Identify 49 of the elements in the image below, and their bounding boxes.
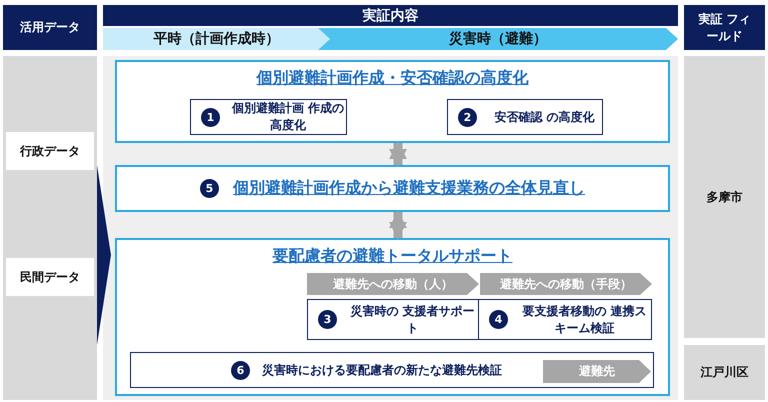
step-banner [307,273,479,295]
section-box [115,165,670,212]
section-title: 個別避難計画作成・安否確認の高度化 [256,68,528,89]
double-arrow [389,141,407,167]
step-banner [480,273,652,295]
field-panel [684,345,765,400]
label-text: 避難先への移動（手段） [500,276,632,292]
item-text: 要支援者移動の 連携スキーム検証 [521,302,648,336]
item-card [190,99,347,135]
label-text: 避難先 [579,363,615,380]
section-box [115,60,670,143]
label-text: 実証 フィールド [697,10,752,44]
double-arrow [389,210,407,240]
section-box [115,238,670,396]
label-text: 災害時（避難） [449,30,547,48]
label-text: 民間データ [20,268,80,286]
label-text: 活用データ [20,19,80,36]
label-text: 実証内容 [362,6,418,24]
header-bar [103,5,678,26]
field-panel [684,56,765,338]
number-badge: 5 [200,179,219,198]
section-title: 要配慮者の避難トータルサポート [272,246,512,267]
number-badge: 1 [201,108,220,126]
item-text: 災害時における要配慮者の新たな避難先検証 [262,362,502,378]
header-cell [684,5,765,50]
data-label-box [6,132,94,170]
item-card [447,99,603,135]
number-badge: 3 [318,310,337,329]
column-panel [3,56,97,400]
label-text: 多摩市 [706,188,742,206]
number-badge: 2 [458,108,477,126]
label-text: 江戸川区 [700,364,748,381]
item-card [307,299,479,340]
step-banner [543,360,651,383]
section-title: 個別避難計画作成から避難支援業務の全体見直し [233,178,585,199]
number-badge: 4 [489,310,508,329]
data-label-box [6,258,94,296]
header-cell [3,5,97,50]
label-text: 行政データ [20,142,80,160]
item-card [130,352,654,388]
content-panel [103,56,678,400]
item-text: 個別避難計画 作成の高度化 [230,100,346,134]
phase-banner [103,28,330,50]
item-card [478,299,652,340]
label-text: 避難先への移動（人） [333,276,453,292]
number-badge: 6 [231,360,250,380]
label-text: 平時（計画作成時） [154,30,280,48]
item-text: 安否確認 の高度化 [493,108,596,126]
item-text: 災害時の 支援者サポート [349,302,476,336]
